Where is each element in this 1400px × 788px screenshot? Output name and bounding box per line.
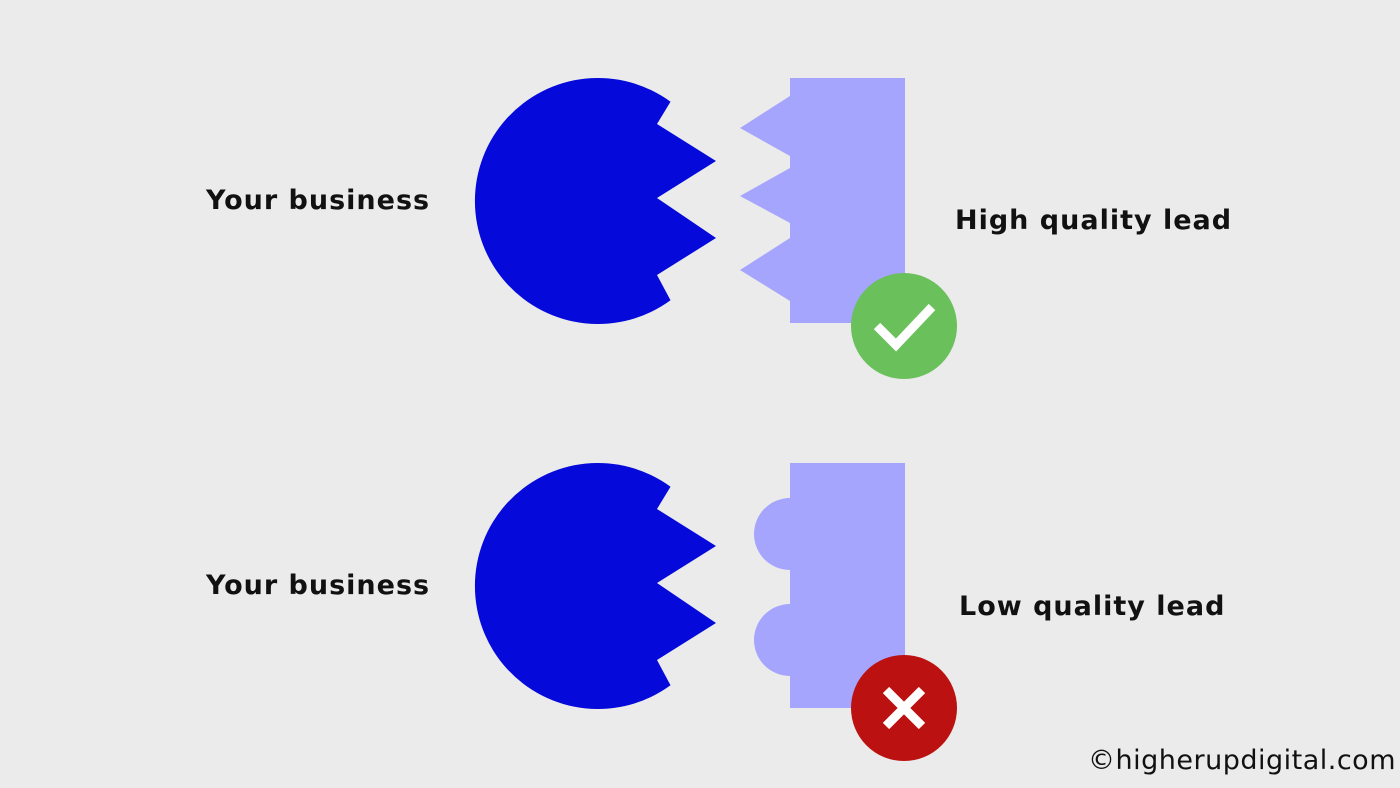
business-shape-bottom xyxy=(474,462,716,709)
business-label-bottom: Your business xyxy=(206,570,431,601)
business-shape-top xyxy=(474,77,716,324)
lead-shape-high-quality xyxy=(740,78,905,323)
copyright-text: ©higherupdigital.com xyxy=(1088,745,1396,776)
check-icon xyxy=(851,273,957,379)
lead-shape-low-quality xyxy=(754,463,905,708)
business-label-top: Your business xyxy=(206,185,431,216)
lead-label-high-quality: High quality lead xyxy=(955,205,1233,236)
lead-label-low-quality: Low quality lead xyxy=(959,591,1226,622)
cross-icon xyxy=(851,655,957,761)
